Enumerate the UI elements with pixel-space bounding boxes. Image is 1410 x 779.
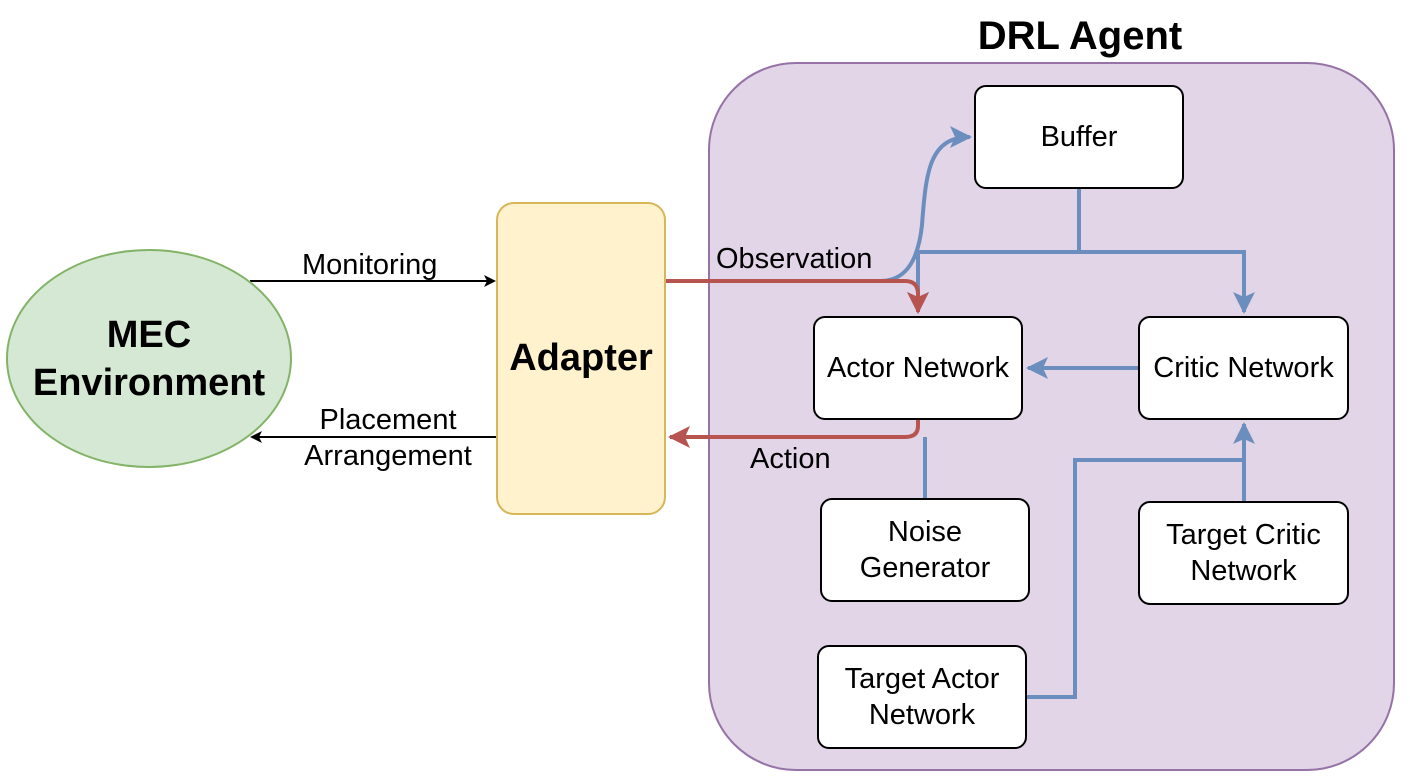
placement-label-line2: Arrangement	[304, 440, 472, 472]
buffer-label: Buffer	[1040, 121, 1118, 153]
target-actor-label-line2: Network	[868, 699, 976, 731]
mec-environment-node: MEC Environment	[6, 249, 292, 468]
noise-generator-node: Noise Generator	[820, 498, 1030, 602]
target-actor-network-node: Target Actor Network	[817, 645, 1027, 749]
critic-network-label: Critic Network	[1153, 352, 1334, 384]
mec-environment-label-line1: MEC	[106, 313, 192, 356]
edge-buffer-to-actor	[907, 250, 1079, 314]
critic-network-node: Critic Network	[1138, 316, 1349, 420]
observation-label: Observation	[716, 243, 873, 275]
buffer-node: Buffer	[974, 85, 1184, 189]
target-actor-label-line1: Target Actor	[844, 663, 1000, 695]
actor-network-label: Actor Network	[826, 352, 1010, 384]
noise-generator-label-line2: Generator	[859, 552, 991, 584]
drl-agent-title: DRL Agent	[977, 13, 1183, 58]
noise-generator-label-line1: Noise	[887, 516, 963, 548]
adapter-node: Adapter	[496, 202, 666, 515]
target-critic-label-line1: Target Critic	[1166, 519, 1321, 551]
actor-network-node: Actor Network	[813, 316, 1023, 420]
mec-environment-label-line2: Environment	[32, 361, 266, 404]
placement-arrangement-label: Placement Arrangement	[296, 402, 480, 474]
monitoring-label: Monitoring	[302, 249, 438, 281]
edge-target-actor-to-critic	[1027, 458, 1244, 699]
target-critic-network-node: Target Critic Network	[1138, 501, 1349, 605]
edge-action	[668, 420, 920, 448]
edge-observation-to-actor	[666, 279, 929, 314]
action-label: Action	[750, 443, 831, 475]
edge-observation-to-buffer	[666, 126, 972, 283]
placement-label-line1: Placement	[319, 404, 457, 436]
target-critic-label-line2: Network	[1190, 555, 1297, 587]
edge-buffer-to-critic	[1079, 250, 1255, 314]
adapter-label: Adapter	[509, 337, 653, 379]
